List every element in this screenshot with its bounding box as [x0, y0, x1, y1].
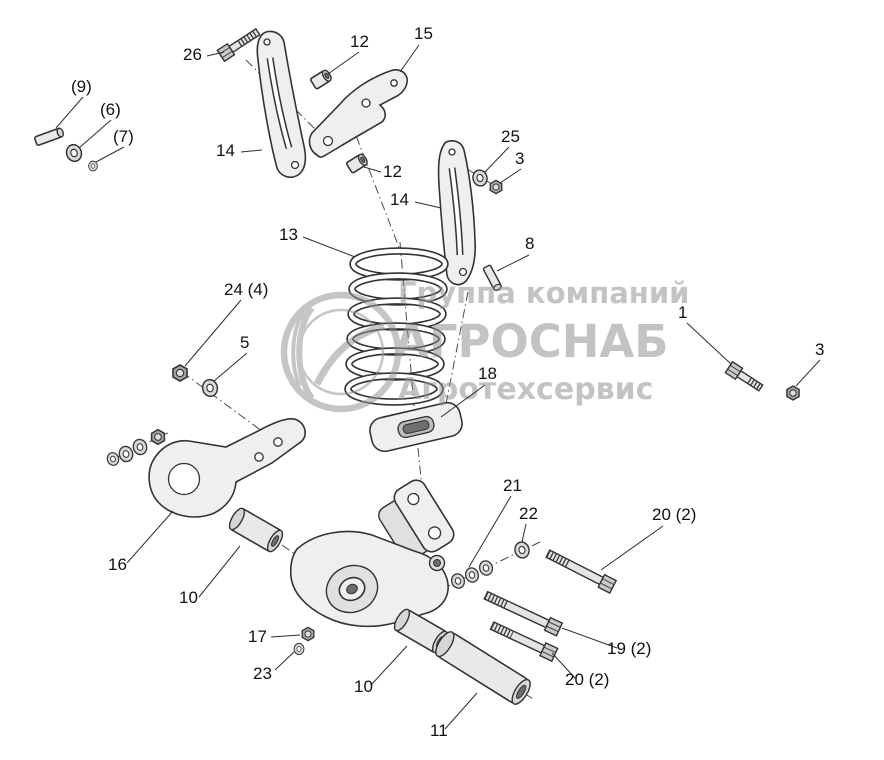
callout-13: 13	[279, 225, 298, 244]
callout-20-upper: 20 (2)	[652, 505, 697, 524]
watermark: Группа компаний АГРОСНАБ Агротехсервис	[280, 276, 689, 413]
callout-10-lower: 10	[354, 677, 373, 696]
cylinder-11	[435, 631, 531, 705]
watermark-line-1: Группа компаний	[398, 276, 689, 310]
bracket-16	[148, 418, 306, 518]
lever-14-right	[437, 140, 476, 286]
callout-6: (6)	[100, 100, 121, 119]
nut-3-top	[489, 179, 503, 195]
washer-6	[63, 142, 85, 164]
callout-22: 22	[519, 504, 538, 523]
leader-lines	[55, 44, 821, 730]
callout-10-upper: 10	[179, 588, 198, 607]
callout-11: 11	[430, 721, 448, 740]
watermark-emblem	[280, 291, 402, 413]
washer-23	[293, 642, 305, 656]
watermark-text: Группа компаний АГРОСНАБ Агротехсервис	[394, 276, 689, 407]
watermark-line-3: Агротехсервис	[398, 372, 653, 407]
callout-3-right: 3	[815, 340, 825, 359]
lock-washer-7	[88, 160, 98, 172]
callout-14-left: 14	[216, 141, 235, 160]
callout-23: 23	[253, 664, 272, 683]
callout-18: 18	[478, 364, 497, 383]
bolt-26	[216, 27, 261, 63]
washer-22	[512, 539, 532, 561]
pin-9	[33, 126, 66, 147]
bolt-20-upper	[545, 549, 618, 594]
callout-24: 24 (4)	[224, 280, 269, 299]
nut-17	[301, 626, 315, 642]
callout-17: 17	[248, 627, 267, 646]
callout-19: 19 (2)	[607, 639, 652, 658]
callout-21: 21	[503, 476, 522, 495]
bushing-12-a	[309, 68, 334, 91]
callout-25: 25	[501, 127, 520, 146]
clamp-plate-18	[369, 401, 463, 453]
main-body-casting	[289, 479, 455, 628]
callout-3-top: 3	[515, 149, 525, 168]
nut-3-right	[786, 385, 800, 401]
callout-9: (9)	[71, 77, 92, 96]
nut-24	[172, 364, 188, 382]
callout-1: 1	[678, 303, 688, 322]
callout-12-top: 12	[350, 32, 369, 51]
lever-14-left	[256, 30, 307, 178]
washer-5	[200, 377, 220, 399]
callout-16: 16	[108, 555, 127, 574]
bolt-19	[483, 590, 564, 637]
callout-8: 8	[525, 234, 535, 253]
callout-20-lower: 20 (2)	[565, 670, 610, 689]
callout-7: (7)	[113, 127, 134, 146]
bushing-12-b	[345, 152, 370, 175]
callout-14-right: 14	[390, 190, 409, 209]
cam-plate-15	[308, 69, 408, 158]
callout-12-mid: 12	[383, 162, 402, 181]
callout-26: 26	[183, 45, 202, 64]
callout-5: 5	[240, 333, 250, 352]
bolt-1	[724, 360, 764, 392]
callout-15: 15	[414, 24, 433, 43]
bolt-20-lower	[489, 621, 559, 663]
washer-group-21	[449, 558, 495, 591]
watermark-line-2: АГРОСНАБ	[394, 315, 669, 368]
bushing-10-upper	[225, 505, 287, 555]
